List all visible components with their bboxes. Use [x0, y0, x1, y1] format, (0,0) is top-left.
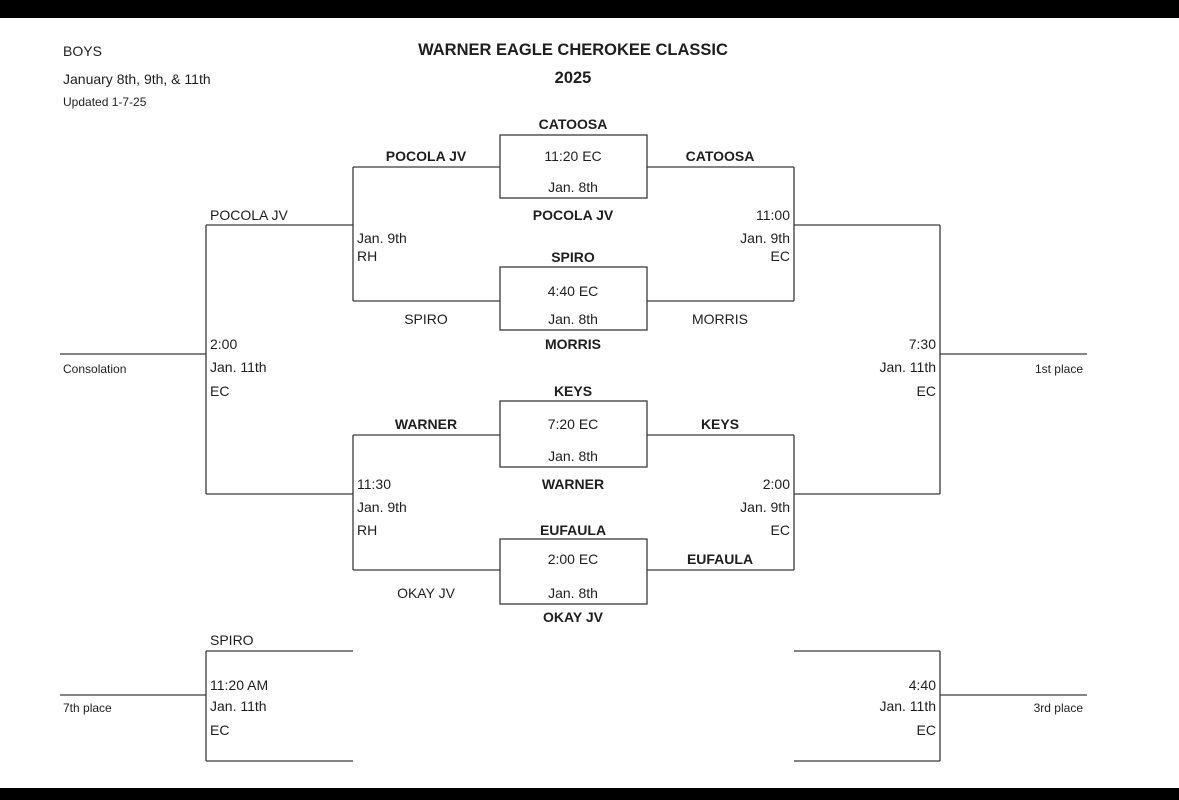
cons-lower-semi-date: Jan. 9th: [357, 499, 407, 515]
game3-date: Jan. 8th: [548, 448, 598, 464]
seventh-place-top-team: SPIRO: [210, 632, 254, 648]
champ-upper-semi-time: 11:00: [756, 207, 790, 223]
game2-time: 4:40 EC: [547, 283, 599, 299]
game4-bottom-team: OKAY JV: [543, 609, 603, 625]
game1-date: Jan. 8th: [548, 179, 598, 195]
cons-upper-semi-date: Jan. 9th: [357, 230, 407, 246]
game1-time: 11:20 EC: [544, 148, 602, 164]
game4-top-team: EUFAULA: [539, 522, 607, 538]
champ-lower-semi-bottom-team: EUFAULA: [686, 551, 754, 567]
third-place-time: 4:40: [908, 677, 936, 693]
game4-time: 2:00 EC: [547, 551, 599, 567]
game2-top-team: SPIRO: [551, 249, 595, 265]
cons-final-date: Jan. 11th: [210, 359, 267, 375]
tournament-dates: January 8th, 9th, & 11th: [63, 71, 211, 87]
cons-lower-semi-top-team: WARNER: [394, 416, 458, 432]
champ-final-site: EC: [916, 383, 936, 399]
cons-upper-semi-top-team: POCOLA JV: [385, 148, 467, 164]
seventh-place-label: 7th place: [63, 701, 112, 715]
seventh-place-date: Jan. 11th: [210, 698, 267, 714]
cons-final-time: 2:00: [210, 336, 238, 352]
champ-lower-semi-site: EC: [770, 522, 790, 538]
game3-time: 7:20 EC: [547, 416, 599, 432]
game-box-2: [499, 266, 648, 331]
champ-upper-semi-bottom-team: MORRIS: [692, 311, 748, 327]
cons-final-site: EC: [210, 383, 230, 399]
third-place-date: Jan. 11th: [879, 698, 936, 714]
seventh-place-time: 11:20 AM: [210, 677, 269, 693]
champ-lower-semi-top-team: KEYS: [700, 416, 740, 432]
champ-final-time: 7:30: [908, 336, 936, 352]
cons-final-top-team: POCOLA JV: [210, 207, 288, 223]
cons-lower-semi-site: RH: [357, 522, 378, 538]
tournament-title: WARNER EAGLE CHEROKEE CLASSIC: [418, 41, 728, 59]
game3-top-team: KEYS: [553, 383, 593, 399]
game1-top-team: CATOOSA: [538, 116, 608, 132]
seventh-place-site: EC: [210, 722, 230, 738]
cons-upper-semi-bottom-team: SPIRO: [404, 311, 448, 327]
cons-lower-semi-time: 11:30: [357, 476, 391, 492]
consolation-label: Consolation: [63, 362, 127, 376]
cons-lower-semi-bottom-team: OKAY JV: [397, 585, 455, 601]
tournament-year: 2025: [554, 69, 592, 87]
game4-date: Jan. 8th: [548, 585, 598, 601]
game-box-4: [499, 538, 648, 605]
third-place-site: EC: [916, 722, 936, 738]
third-place-label: 3rd place: [1033, 701, 1083, 715]
game2-bottom-team: MORRIS: [545, 336, 601, 352]
champ-lower-semi-time: 2:00: [762, 476, 790, 492]
champ-final-date: Jan. 11th: [879, 359, 936, 375]
updated-note: Updated 1-7-25: [63, 95, 147, 109]
champ-upper-semi-site: EC: [770, 248, 790, 264]
cons-upper-semi-site: RH: [357, 248, 378, 264]
champ-upper-semi-date: Jan. 9th: [740, 230, 790, 246]
game2-date: Jan. 8th: [548, 311, 598, 327]
division-label: BOYS: [63, 43, 102, 59]
champ-upper-semi-top-team: CATOOSA: [685, 148, 755, 164]
game3-bottom-team: WARNER: [541, 476, 605, 492]
game1-bottom-team: POCOLA JV: [532, 207, 614, 223]
first-place-label: 1st place: [1034, 362, 1083, 376]
bracket-sheet: [0, 18, 1179, 788]
game-box-3: [499, 400, 648, 468]
champ-lower-semi-date: Jan. 9th: [740, 499, 790, 515]
